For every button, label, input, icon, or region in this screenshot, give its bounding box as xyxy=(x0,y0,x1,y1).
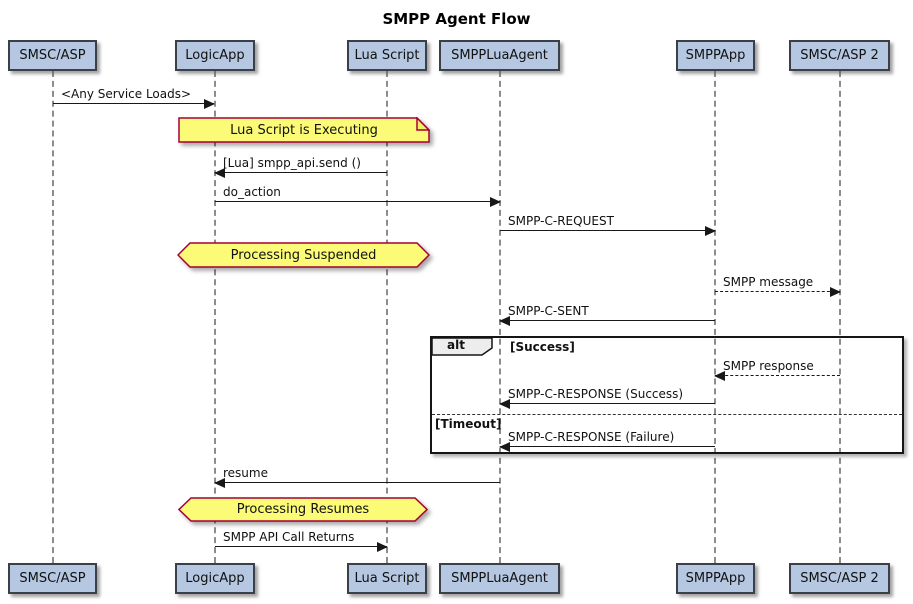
lifeline-smppapp xyxy=(714,71,716,563)
lifeline-lua-script xyxy=(386,71,388,563)
alt-frame-operator: alt xyxy=(447,338,465,352)
message-line xyxy=(715,291,840,292)
participant-smppapp-bottom: SMPPApp xyxy=(676,563,755,594)
note-shape xyxy=(178,117,430,143)
message-do-action: do_action xyxy=(215,185,501,207)
participant-smppluaagent-top: SMPPLuaAgent xyxy=(439,40,560,71)
participant-logicapp-top: LogicApp xyxy=(175,40,255,71)
arrowhead-icon xyxy=(830,287,841,297)
participant-smsc-asp-top: SMSC/ASP xyxy=(8,40,97,71)
participant-smsc-asp-2-top: SMSC/ASP 2 xyxy=(789,40,890,71)
arrowhead-icon xyxy=(499,399,510,409)
note-text: Lua Script is Executing xyxy=(230,122,378,138)
participant-smppapp-top: SMPPApp xyxy=(676,40,755,71)
alt-frame-tab-shape xyxy=(431,337,493,356)
diagram-title: SMPP Agent Flow xyxy=(382,10,531,28)
note-text: Processing Resumes xyxy=(236,502,370,517)
message-smpp-api-call-returns: SMPP API Call Returns xyxy=(215,530,388,552)
hexagon-note-processing-resumes: Processing Resumes xyxy=(178,497,428,522)
participant-smsc-asp-bottom: SMSC/ASP xyxy=(8,563,97,594)
alt-frame: alt [Success] [Timeout] xyxy=(430,336,904,454)
message-smpp-c-request: SMPP-C-REQUEST xyxy=(500,214,716,236)
message-line xyxy=(500,230,715,231)
lifeline-smsc-asp-2 xyxy=(839,71,841,563)
hexagon-shape xyxy=(177,242,430,268)
message-label: SMPP-C-REQUEST xyxy=(508,214,614,228)
message-line xyxy=(500,446,715,447)
message-label: SMPP-C-SENT xyxy=(508,304,589,318)
message-line xyxy=(53,103,214,104)
hexagon-note-processing-suspended: Processing Suspended xyxy=(177,242,430,268)
message-line xyxy=(500,320,715,321)
message-label: do_action xyxy=(223,185,281,199)
message-smpp-c-sent: SMPP-C-SENT xyxy=(499,304,715,326)
message-label: SMPP API Call Returns xyxy=(223,530,355,544)
note-lua-script-executing: Lua Script is Executing xyxy=(178,117,430,143)
message-line xyxy=(715,375,840,376)
arrowhead-icon xyxy=(377,542,388,552)
participant-smppluaagent-bottom: SMPPLuaAgent xyxy=(439,563,560,594)
message-line xyxy=(215,201,500,202)
arrowhead-icon xyxy=(714,371,725,381)
participant-smsc-asp-2-bottom: SMSC/ASP 2 xyxy=(789,563,890,594)
alt-frame-guard-success: [Success] xyxy=(510,340,575,354)
participant-lua-script-bottom: Lua Script xyxy=(347,563,427,594)
arrowhead-icon xyxy=(705,226,716,236)
alt-frame-guard-timeout: [Timeout] xyxy=(435,417,502,431)
message-smpp-message: SMPP message xyxy=(715,275,841,297)
hexagon-shape xyxy=(178,497,428,522)
note-text: Processing Suspended xyxy=(230,247,377,263)
message-smpp-c-response-failure: SMPP-C-RESPONSE (Failure) xyxy=(499,430,715,452)
message-lua-smpp-api-send: [Lua] smpp_api.send () xyxy=(214,156,387,178)
message-label: resume xyxy=(223,466,268,480)
message-any-service-loads: <Any Service Loads> xyxy=(53,87,215,109)
alt-frame-tab: alt xyxy=(431,337,493,356)
arrowhead-icon xyxy=(499,442,510,452)
message-line xyxy=(215,546,387,547)
message-label: <Any Service Loads> xyxy=(61,87,192,101)
arrowhead-icon xyxy=(204,99,215,109)
alt-frame-divider xyxy=(432,414,902,415)
message-line xyxy=(215,482,500,483)
message-label: SMPP message xyxy=(723,275,814,289)
lifeline-logicapp xyxy=(214,71,216,563)
message-label: [Lua] smpp_api.send () xyxy=(223,156,361,170)
message-smpp-response: SMPP response xyxy=(714,359,840,381)
message-line xyxy=(500,403,715,404)
lifeline-smsc-asp xyxy=(52,71,54,563)
arrowhead-icon xyxy=(499,316,510,326)
message-line xyxy=(215,172,387,173)
message-label: SMPP-C-RESPONSE (Success) xyxy=(508,387,684,401)
arrowhead-icon xyxy=(214,168,225,178)
message-label: SMPP-C-RESPONSE (Failure) xyxy=(508,430,675,444)
arrowhead-icon xyxy=(490,197,501,207)
message-resume: resume xyxy=(214,466,500,488)
participant-lua-script-top: Lua Script xyxy=(347,40,427,71)
arrowhead-icon xyxy=(214,478,225,488)
message-label: SMPP response xyxy=(723,359,814,373)
participant-logicapp-bottom: LogicApp xyxy=(175,563,255,594)
message-smpp-c-response-success: SMPP-C-RESPONSE (Success) xyxy=(499,387,715,409)
